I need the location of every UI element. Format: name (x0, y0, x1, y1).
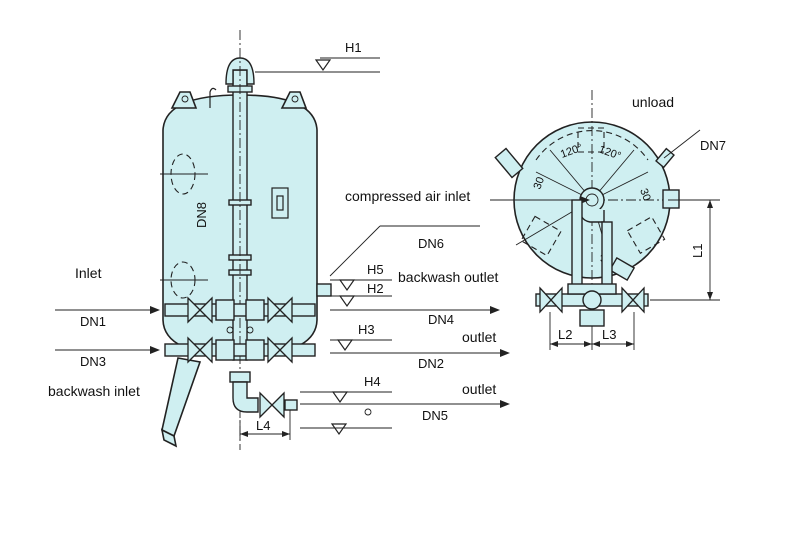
outlet-upper-label: outlet (462, 329, 496, 345)
l1-label: L1 (690, 244, 705, 258)
h2-label: H2 (367, 281, 384, 296)
nozzle-bottom-right (608, 256, 636, 282)
dn5-label: DN5 (422, 408, 448, 423)
dn2-arrowhead (500, 349, 510, 357)
valve-lower-1 (187, 336, 213, 364)
h5-label: H5 (367, 262, 384, 277)
dn3-label: DN3 (80, 354, 106, 369)
connector-dot-2 (246, 326, 254, 334)
lifting-lug-right (280, 91, 308, 109)
top-view-valve-left (539, 286, 563, 314)
angle-label-30a: 30 (532, 175, 547, 191)
valve-upper-1 (187, 296, 213, 324)
h3-marker (336, 339, 354, 352)
l4-arrow-right (282, 431, 290, 437)
l2-arrow-left (550, 341, 558, 347)
side-nozzle (316, 283, 332, 297)
bottom-flange (229, 371, 251, 383)
dn7-label: DN7 (700, 138, 726, 153)
top-view-bottom-fitting (579, 309, 605, 327)
inlet-label: Inlet (75, 265, 102, 281)
top-view-valve-right (621, 286, 645, 314)
top-manhole-left (520, 215, 562, 257)
dn6-label: DN6 (418, 236, 444, 251)
l2-label: L2 (558, 327, 572, 342)
connector-dot-1 (226, 326, 234, 334)
l3-arrow-right (626, 341, 634, 347)
lug-hole-right (291, 95, 299, 103)
valve-lower-2 (267, 336, 293, 364)
dn4-arrowhead (490, 306, 500, 314)
sight-glass (271, 187, 289, 219)
support-leg-bottom (160, 428, 178, 448)
top-vent (209, 87, 217, 108)
h5-marker (338, 279, 356, 292)
base-marker (330, 423, 348, 436)
top-manhole-top (577, 127, 605, 153)
dn1-label: DN1 (80, 314, 106, 329)
h4-marker (331, 391, 349, 404)
lifting-lug-left (170, 91, 198, 109)
compressed-air-inlet-label: compressed air inlet (345, 188, 470, 204)
l4-label: L4 (256, 418, 270, 433)
l4-arrow-left (240, 431, 248, 437)
valve-bottom (259, 391, 285, 419)
h1-label: H1 (345, 40, 362, 55)
dn3-arrowhead (150, 346, 160, 354)
lug-hole-left (181, 95, 189, 103)
backwash-outlet-label: backwash outlet (398, 269, 499, 285)
h4-label: H4 (364, 374, 381, 389)
outlet-lower-label: outlet (462, 381, 496, 397)
dn1-arrowhead (150, 306, 160, 314)
h2-marker (338, 295, 356, 308)
tee-lower-left (215, 339, 235, 361)
top-view-pipe-right (601, 221, 613, 286)
top-manhole-right (626, 215, 666, 255)
sight-glass-inner (276, 195, 284, 211)
bottom-elbow (232, 381, 259, 413)
angle-arc (535, 130, 649, 161)
dn7-leader (663, 129, 701, 159)
l1-arrow-bottom (707, 292, 713, 300)
h3-label: H3 (358, 322, 375, 337)
l1-arrow-top (707, 200, 713, 208)
l3-arrow-left (592, 341, 600, 347)
top-view-pipe-left (571, 199, 583, 286)
dn6-leader (329, 225, 381, 277)
dn5-arrowhead (500, 400, 510, 408)
unload-label: unload (632, 94, 674, 110)
nozzle-left-top (494, 147, 524, 179)
tee-upper-left (215, 299, 235, 321)
nozzle-right (662, 189, 680, 209)
top-view-center-fitting (582, 290, 602, 310)
dn8-label: DN8 (194, 202, 209, 228)
valve-upper-2 (267, 296, 293, 324)
l2-arrow-right (584, 341, 592, 347)
tee-lower-right (245, 339, 265, 361)
support-leg-left (161, 357, 202, 438)
bottom-outlet-stub (284, 399, 298, 411)
backwash-inlet-label: backwash inlet (48, 383, 140, 399)
l3-label: L3 (602, 327, 616, 342)
angle-label-30b: 30 (637, 187, 652, 203)
dn2-label: DN2 (418, 356, 444, 371)
top-pipe-bend (225, 57, 255, 85)
h1-marker (314, 59, 332, 72)
dn4-label: DN4 (428, 312, 454, 327)
tee-upper-right (245, 299, 265, 321)
small-circle-marker (364, 408, 372, 416)
